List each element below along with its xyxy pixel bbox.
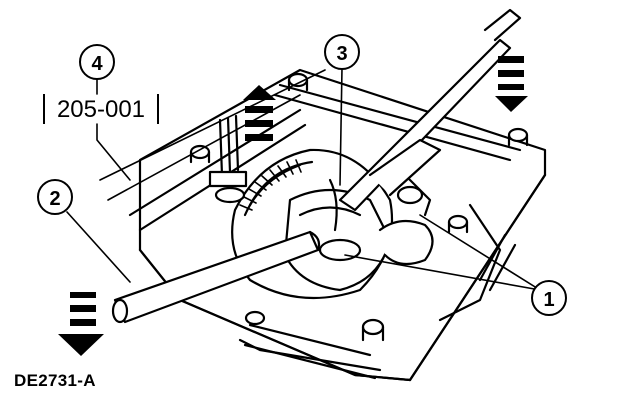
tool-number-box bbox=[43, 94, 159, 124]
fixture-posts bbox=[189, 72, 529, 342]
callout-4-label: 4 bbox=[91, 53, 103, 75]
left-pins bbox=[208, 114, 248, 204]
round-bar bbox=[111, 230, 321, 324]
motion-arrows bbox=[58, 56, 528, 356]
callout-4: 4 bbox=[79, 44, 115, 80]
pry-bar bbox=[338, 8, 522, 212]
figure-id: DE2731-A bbox=[14, 371, 96, 390]
leader-lines bbox=[66, 67, 541, 291]
callout-1-label: 1 bbox=[543, 289, 554, 311]
callout-2-label: 2 bbox=[49, 188, 60, 210]
differential-case bbox=[283, 173, 434, 292]
callout-3: 3 bbox=[324, 34, 360, 70]
callout-2: 2 bbox=[37, 179, 73, 215]
callout-1: 1 bbox=[531, 280, 567, 316]
callout-3-label: 3 bbox=[336, 43, 347, 65]
tool-number-label: 205-001 bbox=[56, 96, 146, 123]
